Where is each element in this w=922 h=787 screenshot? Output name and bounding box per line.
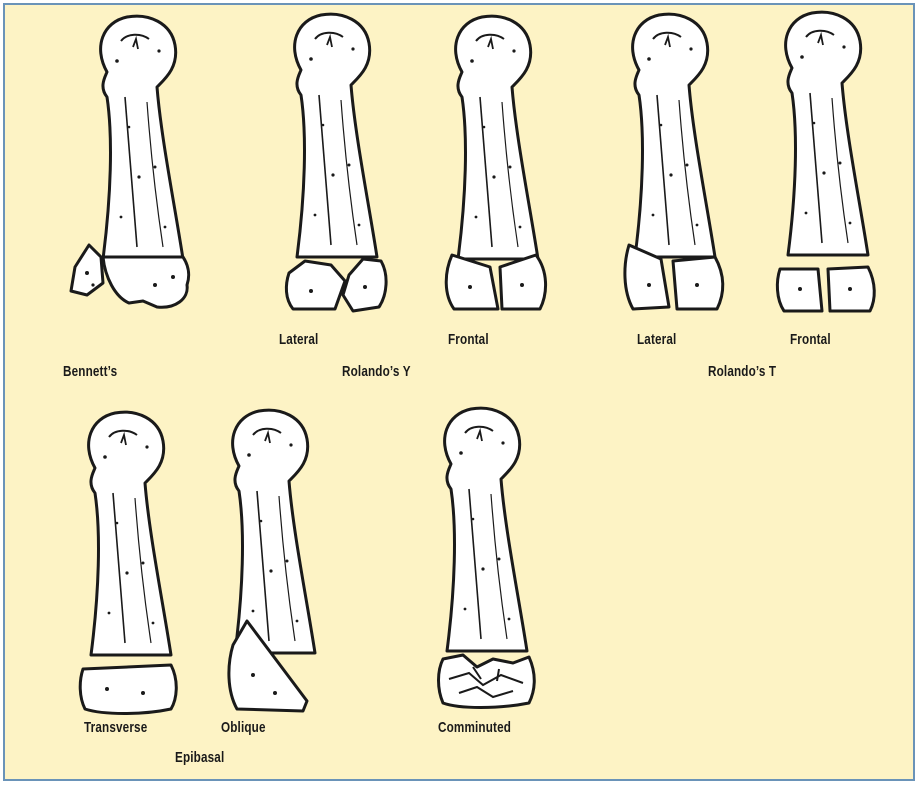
label-oblique: Oblique	[221, 719, 266, 736]
bone-rolando-t-frontal	[777, 12, 874, 311]
label-rolando-y: Rolando’s Y	[342, 363, 411, 380]
label-rolando-t: Rolando’s T	[708, 363, 776, 380]
fracture-classification-figure: Lateral Frontal Lateral Frontal Bennett’…	[3, 3, 915, 781]
bone-rolando-y-frontal	[446, 16, 545, 309]
bone-transverse	[80, 412, 176, 713]
label-frontal-rolando-y: Frontal	[448, 331, 489, 348]
bone-drawings	[5, 5, 917, 783]
label-epibasal: Epibasal	[175, 749, 224, 766]
bone-bennett	[71, 16, 189, 307]
label-comminuted: Comminuted	[438, 719, 511, 736]
label-lateral-rolando-t: Lateral	[637, 331, 676, 348]
label-frontal-rolando-t: Frontal	[790, 331, 831, 348]
label-bennett: Bennett’s	[63, 363, 117, 380]
bone-comminuted	[439, 408, 535, 707]
label-lateral-rolando-y: Lateral	[279, 331, 318, 348]
bone-oblique	[229, 410, 315, 711]
bone-rolando-t-lateral	[625, 14, 723, 309]
label-transverse: Transverse	[84, 719, 147, 736]
bone-rolando-y-lateral	[286, 14, 386, 311]
